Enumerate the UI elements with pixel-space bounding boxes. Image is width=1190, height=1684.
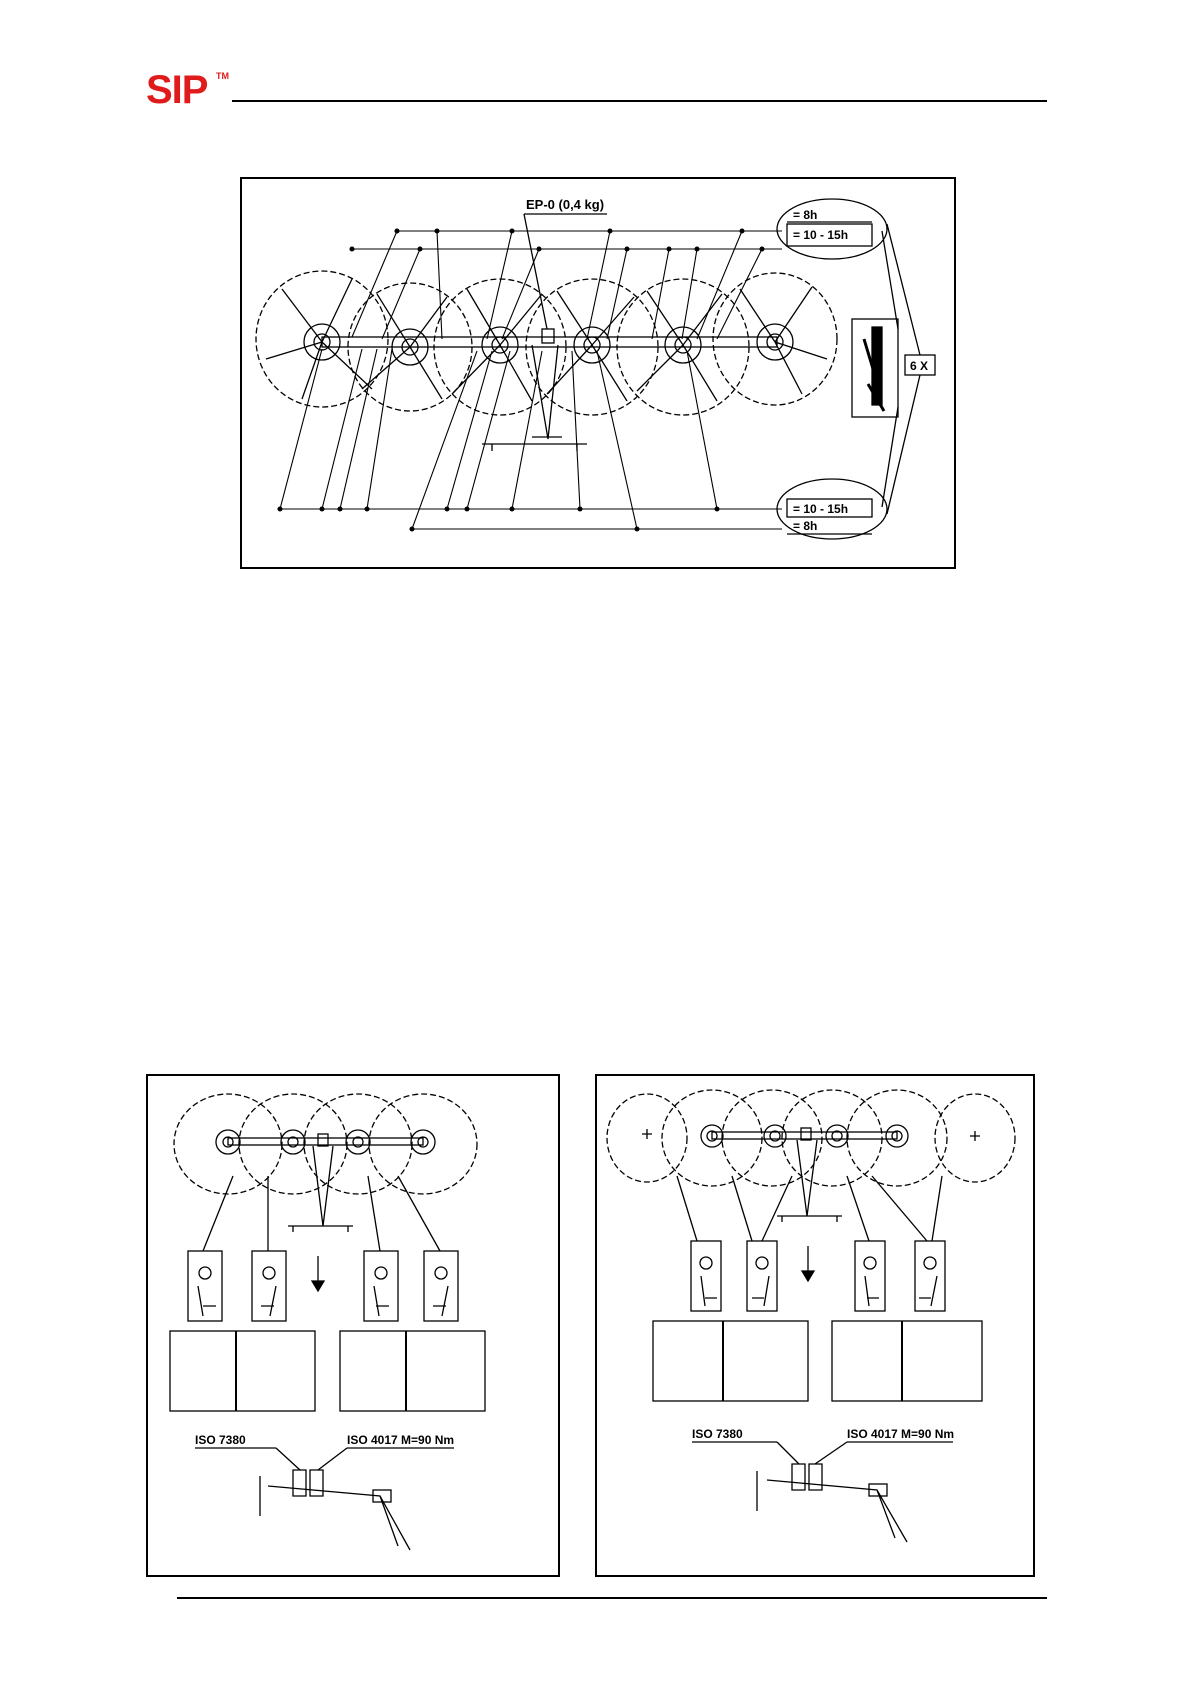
adjustment-diagram-four-rotor: ISO 7380 ISO 4017 M=90 Nm	[146, 1074, 560, 1577]
multiplier-label: 6 X	[910, 359, 928, 373]
rotor-6	[713, 273, 837, 405]
adjustment-drawing-right: ISO 7380 ISO 4017 M=90 Nm	[597, 1076, 1033, 1575]
lower-interval-1: = 10 - 15h	[793, 502, 848, 516]
sip-logo: SIP TM	[146, 70, 207, 110]
nut-torque-label: ISO 4017 M=90 Nm	[347, 1433, 454, 1447]
header-rule	[232, 100, 1047, 102]
lubrication-diagram: EP-0 (0,4 kg) = 8h = 10 - 15h = 10 - 15h…	[240, 177, 956, 569]
upper-interval-1: = 8h	[793, 208, 817, 222]
lubricant-label: EP-0 (0,4 kg)	[526, 197, 604, 212]
trademark-mark: TM	[216, 72, 229, 81]
nut-torque-label: ISO 4017 M=90 Nm	[847, 1427, 954, 1441]
logo-text: SIP	[146, 68, 207, 112]
footer-rule	[177, 1597, 1047, 1599]
lower-interval-2: = 8h	[793, 519, 817, 533]
adjustment-diagram-six-rotor: ISO 7380 ISO 4017 M=90 Nm	[595, 1074, 1035, 1577]
bolt-label: ISO 7380	[195, 1433, 246, 1447]
adjustment-drawing-left: ISO 7380 ISO 4017 M=90 Nm	[148, 1076, 558, 1575]
bolt-label: ISO 7380	[692, 1427, 743, 1441]
lubrication-drawing: EP-0 (0,4 kg) = 8h = 10 - 15h = 10 - 15h…	[242, 179, 954, 567]
upper-interval-2: = 10 - 15h	[793, 228, 848, 242]
